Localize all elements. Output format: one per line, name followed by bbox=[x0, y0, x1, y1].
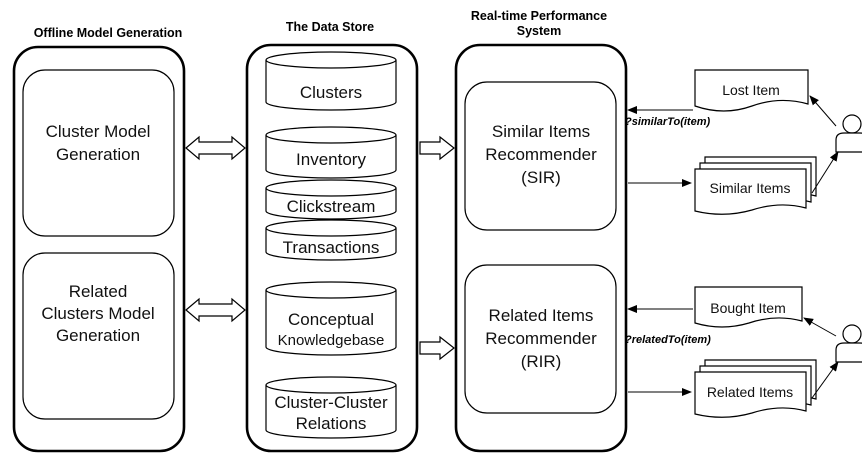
cluster-relations-label-line2: Relations bbox=[296, 414, 367, 433]
related-items-label: Related Items bbox=[707, 384, 793, 400]
inventory-label: Inventory bbox=[296, 150, 366, 169]
arrow-user-to-bought bbox=[803, 317, 837, 337]
similar-items-document-stack[interactable] bbox=[694, 156, 817, 215]
bought-item-document[interactable] bbox=[694, 286, 803, 328]
bought-item-label: Bought Item bbox=[710, 300, 786, 316]
clickstream-store[interactable] bbox=[265, 179, 397, 220]
rir-box[interactable] bbox=[464, 264, 617, 414]
lost-item-label: Lost Item bbox=[722, 82, 780, 98]
arrow-similar-to-user bbox=[811, 151, 839, 194]
clusters-label: Clusters bbox=[300, 83, 362, 102]
similar-items-label: Similar Items bbox=[710, 180, 791, 196]
offline-header: Offline Model Generation bbox=[34, 26, 183, 40]
related-clusters-box[interactable] bbox=[22, 252, 175, 420]
hollow-arrow-to-rir bbox=[419, 335, 455, 361]
user-icon[interactable] bbox=[835, 324, 862, 363]
clusters-store[interactable] bbox=[265, 51, 397, 111]
inventory-store[interactable] bbox=[265, 126, 397, 179]
clickstream-label: Clickstream bbox=[287, 197, 376, 216]
conceptual-label-line2: Knowledgebase bbox=[278, 332, 385, 349]
sir-label-line1: Similar Items bbox=[492, 122, 590, 141]
bidirectional-arrow-1 bbox=[185, 135, 246, 161]
conceptual-label-line1: Conceptual bbox=[288, 310, 374, 329]
cluster-relations-label-line1: Cluster-Cluster bbox=[274, 393, 388, 412]
cluster-model-box[interactable] bbox=[22, 69, 175, 237]
sir-label-line2: Recommender bbox=[485, 145, 597, 164]
conceptual-knowledgebase-store[interactable] bbox=[265, 281, 397, 356]
realtime-header-line1: Real-time Performance bbox=[471, 9, 607, 23]
transactions-store[interactable] bbox=[265, 219, 397, 261]
related-to-call: ?relatedTo(item) bbox=[625, 334, 711, 346]
cluster-relations-store[interactable] bbox=[265, 376, 397, 439]
lost-item-document[interactable] bbox=[694, 69, 809, 112]
cluster-model-label-line1: Cluster Model bbox=[46, 122, 151, 141]
user-icon[interactable] bbox=[835, 114, 862, 153]
arrow-user-to-lost bbox=[809, 95, 837, 127]
related-clusters-label-line3: Generation bbox=[56, 326, 140, 345]
rir-label-line1: Related Items bbox=[489, 306, 594, 325]
transactions-label: Transactions bbox=[283, 238, 380, 257]
realtime-header-line2: System bbox=[517, 24, 561, 38]
similar-to-call: ?similarTo(item) bbox=[625, 116, 710, 128]
arrow-related-to-user bbox=[811, 361, 839, 399]
related-items-document-stack[interactable] bbox=[694, 359, 817, 418]
hollow-arrow-to-sir bbox=[419, 135, 455, 161]
datastore-header: The Data Store bbox=[286, 20, 374, 34]
related-clusters-label-line2: Clusters Model bbox=[41, 304, 154, 323]
cluster-model-label-line2: Generation bbox=[56, 145, 140, 164]
rir-label-line2: Recommender bbox=[485, 329, 597, 348]
sir-box[interactable] bbox=[464, 81, 617, 231]
bidirectional-arrow-2 bbox=[185, 297, 246, 323]
sir-label-line3: (SIR) bbox=[521, 168, 561, 187]
rir-label-line3: (RIR) bbox=[521, 352, 562, 371]
related-clusters-label-line1: Related bbox=[69, 282, 128, 301]
